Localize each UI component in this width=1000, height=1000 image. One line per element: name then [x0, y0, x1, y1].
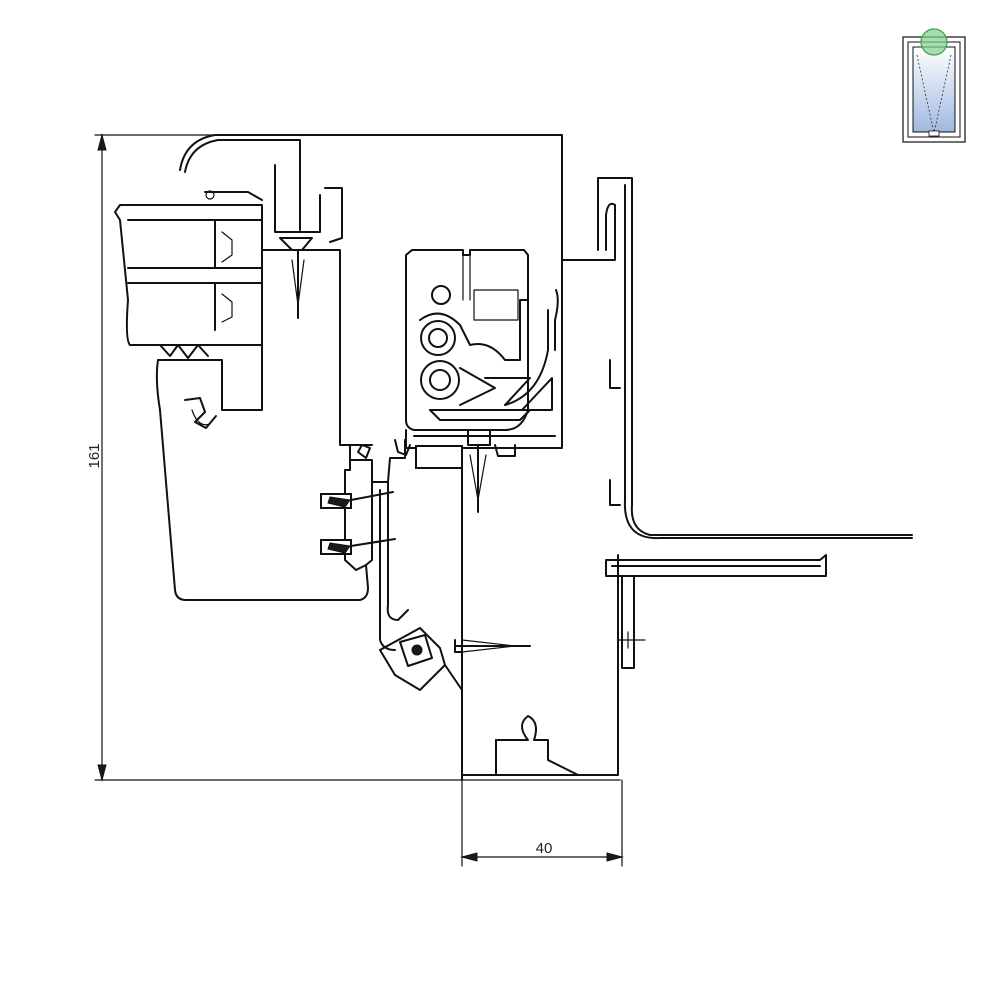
top-screw — [204, 164, 343, 319]
insulation-block — [114, 204, 263, 359]
lower-screw — [379, 627, 531, 691]
window-opening-diagram-icon — [902, 28, 966, 143]
height-dimension-label: 161 — [86, 443, 103, 468]
horizontal-dimension: 40 — [460, 779, 624, 867]
top-cover-profile — [179, 134, 913, 540]
width-dimension-label: 40 — [536, 840, 553, 857]
gasket-clips — [320, 491, 396, 555]
frame-profile — [461, 359, 621, 781]
actuator-housing — [405, 249, 563, 449]
vertical-dimension: 161 — [86, 133, 621, 782]
inner-sash-profile — [155, 249, 373, 601]
glazing-bracket — [605, 554, 827, 669]
central-screw — [467, 429, 516, 513]
